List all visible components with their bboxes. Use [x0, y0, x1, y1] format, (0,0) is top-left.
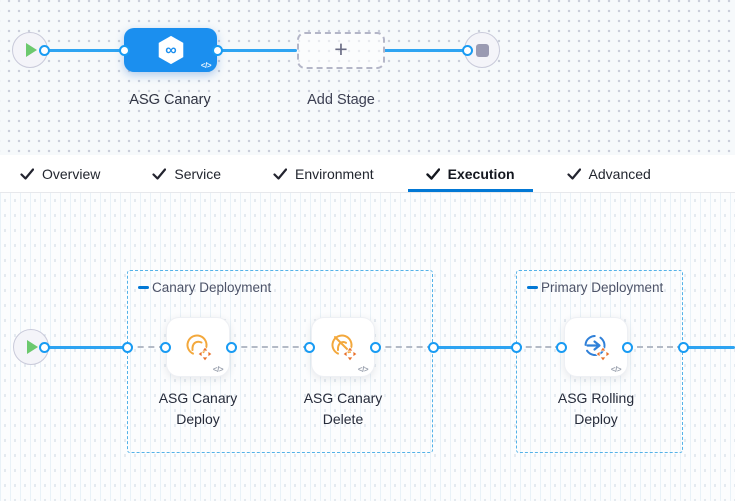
connector-dot — [303, 341, 315, 353]
code-icon: </> — [212, 365, 224, 374]
execution-canvas: Canary Deployment Primary Deployment </>… — [0, 193, 735, 501]
step-card-asg-canary-delete[interactable]: </> — [311, 317, 375, 377]
collapse-dash-icon — [138, 286, 149, 289]
plus-icon: + — [334, 36, 348, 62]
add-stage-label: Add Stage — [307, 92, 375, 108]
harness-cd-icon: ∞ — [158, 35, 183, 65]
stop-icon — [475, 43, 489, 57]
scale-arrows-icon — [595, 346, 611, 362]
connector-line — [44, 345, 127, 349]
check-icon — [273, 167, 288, 180]
stage-node-asg-canary[interactable]: ∞ </> — [124, 28, 217, 72]
step-label: ASG Canary Deploy — [158, 390, 238, 427]
step-label: ASG Canary Delete — [303, 390, 383, 427]
pipeline-canvas: ∞ </> ASG Canary + Add Stage — [0, 0, 735, 155]
connector-dot — [159, 341, 171, 353]
scale-arrows-icon — [342, 346, 358, 362]
step-card-asg-canary-deploy[interactable]: </> — [166, 317, 230, 377]
tab-advanced[interactable]: Advanced — [549, 155, 669, 192]
code-icon: </> — [200, 61, 212, 70]
stage-config-tabs: Overview Service Environment Execution A… — [0, 155, 735, 193]
scale-arrows-icon — [197, 346, 213, 362]
tab-execution[interactable]: Execution — [408, 155, 533, 192]
asg-rolling-deploy-icon — [584, 335, 611, 362]
group-label[interactable]: Canary Deployment — [138, 280, 271, 295]
add-stage-button[interactable]: + — [297, 32, 385, 69]
check-icon — [20, 167, 34, 180]
connector-dot — [225, 341, 237, 353]
dashed-connector — [127, 346, 165, 348]
play-icon — [26, 340, 38, 354]
tab-environment[interactable]: Environment — [255, 155, 392, 192]
connector-dot — [427, 341, 439, 353]
check-icon — [425, 167, 440, 180]
tab-label: Overview — [42, 165, 101, 182]
connector-line — [683, 345, 735, 349]
tab-label: Advanced — [588, 165, 651, 182]
connector-dot — [677, 341, 689, 353]
tab-label: Execution — [447, 165, 515, 182]
connector-dot — [555, 341, 567, 353]
tab-label: Service — [174, 165, 222, 182]
group-label[interactable]: Primary Deployment — [527, 280, 663, 295]
connector-dot — [38, 44, 50, 56]
tab-service[interactable]: Service — [134, 155, 239, 192]
collapse-dash-icon — [527, 286, 538, 289]
asg-deploy-icon — [186, 334, 213, 362]
connector-dot — [510, 341, 522, 353]
dashed-connector — [627, 346, 683, 348]
dashed-connector — [516, 346, 561, 348]
check-icon — [566, 167, 581, 180]
tab-overview[interactable]: Overview — [2, 155, 118, 192]
step-card-asg-rolling-deploy[interactable]: </> — [564, 317, 628, 377]
step-group-primary-deployment: Primary Deployment — [516, 270, 683, 453]
connector-dot — [211, 44, 223, 56]
tab-label: Environment — [295, 165, 374, 182]
connector-dot — [369, 341, 381, 353]
play-icon — [25, 43, 37, 57]
asg-delete-icon — [331, 334, 358, 362]
connector-dot — [121, 341, 133, 353]
connector-dot — [38, 341, 50, 353]
stage-label: ASG Canary — [129, 92, 211, 108]
code-icon: </> — [357, 365, 369, 374]
dashed-connector — [231, 346, 309, 348]
connector-dot — [118, 44, 130, 56]
dashed-connector — [375, 346, 433, 348]
step-group-canary-deployment: Canary Deployment — [127, 270, 433, 453]
connector-line — [383, 48, 468, 52]
svg-text:∞: ∞ — [165, 41, 176, 59]
code-icon: </> — [610, 365, 622, 374]
step-label: ASG Rolling Deploy — [557, 390, 635, 427]
pipeline-start-node — [12, 32, 48, 68]
connector-dot — [461, 44, 473, 56]
connector-dot — [621, 341, 633, 353]
connector-line — [433, 345, 516, 349]
check-icon — [152, 167, 167, 180]
